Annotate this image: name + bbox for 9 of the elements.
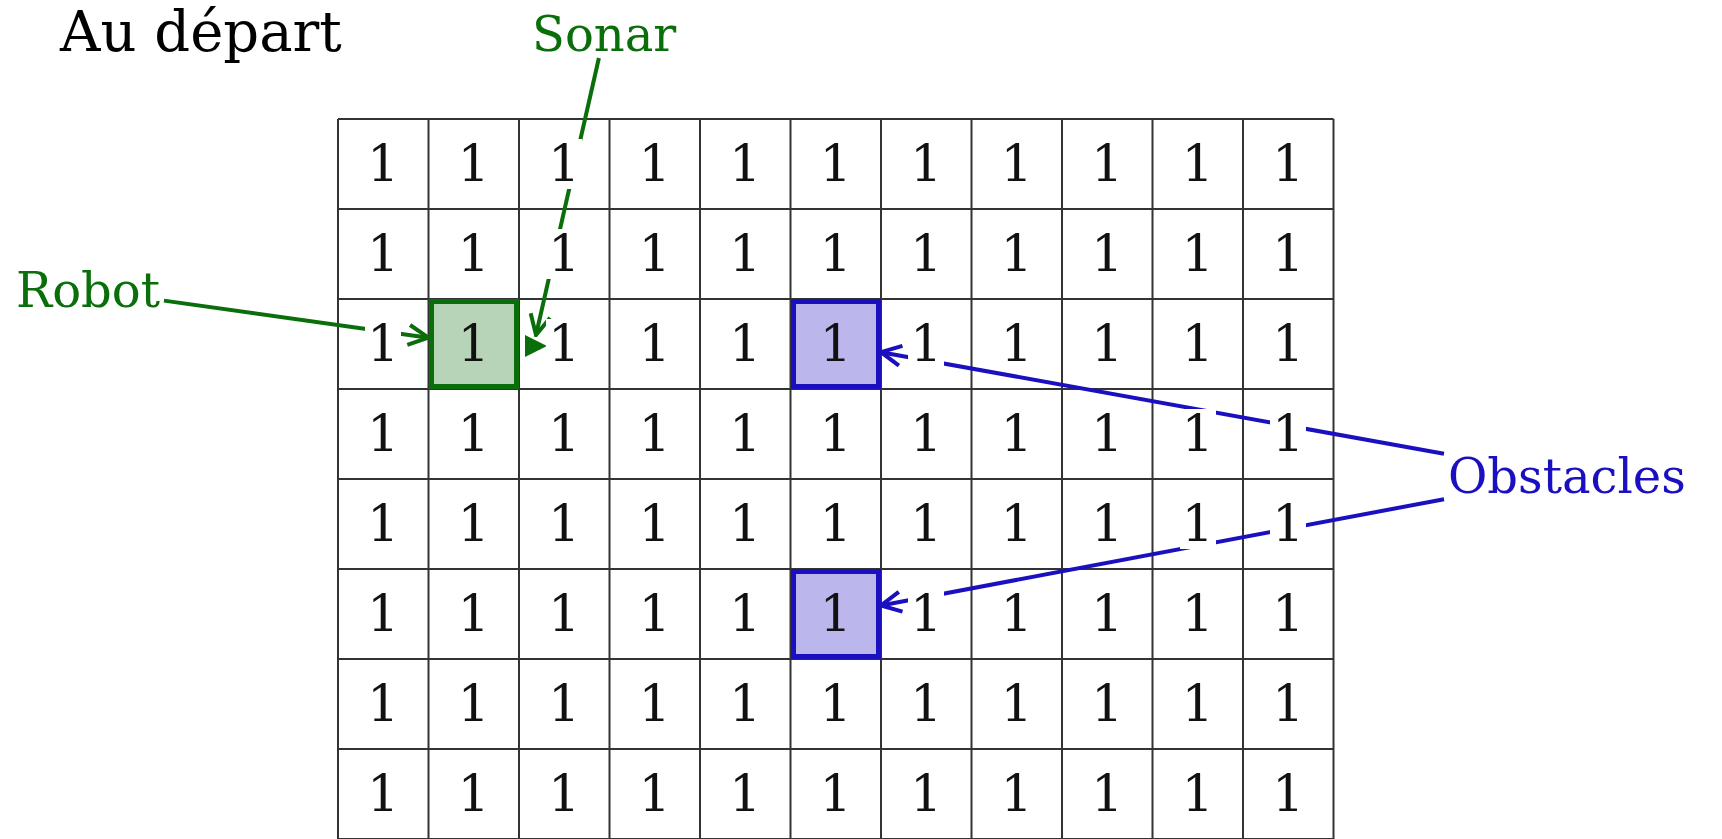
- robot-cell: 1: [428, 299, 519, 389]
- obstacle-cell: 1: [790, 299, 881, 389]
- leader-line: [163, 298, 431, 347]
- callout-label: Obstacles: [1448, 452, 1686, 500]
- callout-label: Sonar: [532, 10, 677, 58]
- sonar-triangle: [525, 335, 547, 357]
- leader-line: [879, 343, 1445, 456]
- obstacle-cell: 1: [790, 569, 881, 659]
- callout-label: Robot: [16, 266, 160, 314]
